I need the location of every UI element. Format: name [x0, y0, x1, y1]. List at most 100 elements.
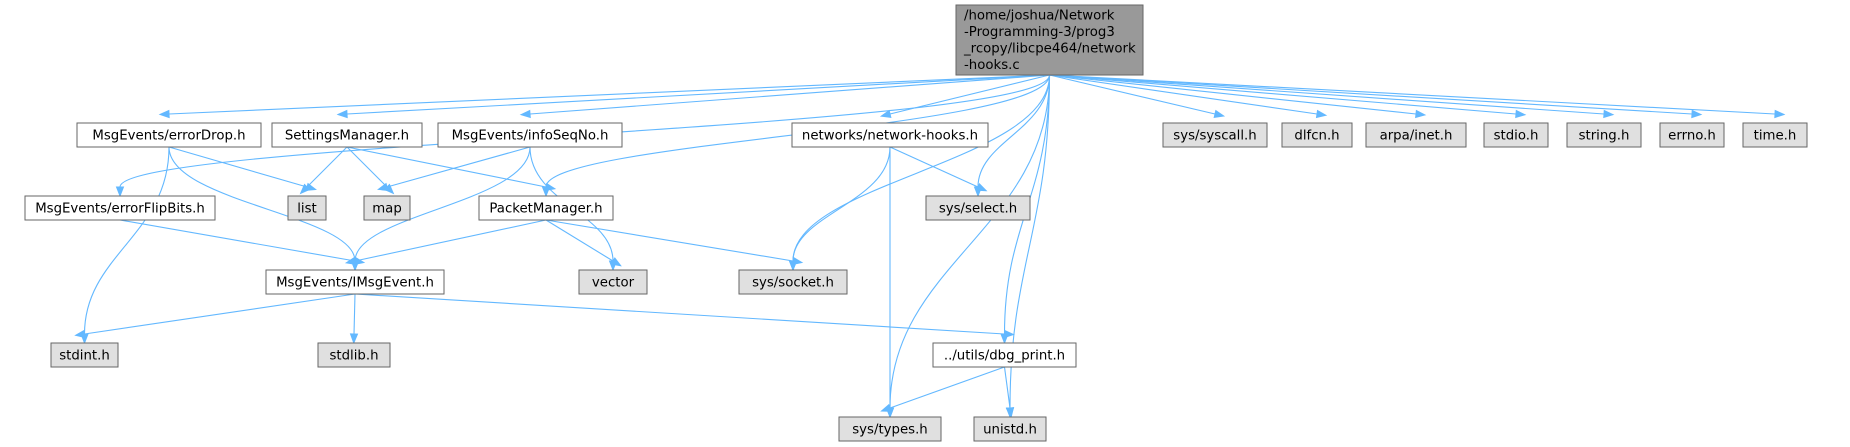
node-dbg[interactable]: ../utils/dbg_print.h: [932, 342, 1077, 368]
edge-arrowhead: [1603, 109, 1615, 119]
edge-arrowhead: [336, 109, 348, 119]
node-label: dlfcn.h: [1294, 128, 1339, 143]
node-label: MsgEvents/errorDrop.h: [92, 128, 245, 143]
edge-line: [386, 146, 531, 188]
node-box: [50, 342, 119, 368]
edge-line: [346, 146, 388, 188]
node-errorFlip[interactable]: MsgEvents/errorFlipBits.h: [24, 195, 216, 221]
edge-line: [889, 74, 1050, 115]
node-label: map: [372, 201, 402, 216]
node-label: networks/network-hooks.h: [802, 128, 978, 143]
node-unistd: unistd.h: [973, 416, 1047, 442]
edge-imsg-to-dbg: [354, 293, 1015, 339]
node-box: [738, 269, 848, 295]
node-arpa: arpa/inet.h: [1365, 122, 1467, 148]
node-map: map: [363, 195, 411, 221]
node-box: [578, 269, 648, 295]
edge-netHooks-to-socket: [788, 146, 891, 272]
edge-line: [889, 366, 1005, 409]
edge-line: [792, 146, 891, 262]
node-label: arpa/inet.h: [1380, 128, 1453, 143]
node-label: _rcopy/libcpe464/network: [963, 42, 1136, 57]
edge-errorDrop-to-stdint: [80, 146, 170, 345]
node-label: -Programming-3/prog3: [964, 25, 1115, 40]
node-label: unistd.h: [983, 422, 1037, 437]
node-label: stdlib.h: [329, 348, 378, 363]
node-box: [478, 195, 614, 221]
node-label: string.h: [1579, 128, 1630, 143]
node-box: [1281, 122, 1353, 148]
edge-line: [1049, 74, 1605, 115]
node-infoSeq[interactable]: MsgEvents/infoSeqNo.h: [437, 122, 623, 148]
edge-line: [1049, 74, 1776, 115]
edge-line: [354, 293, 1005, 335]
edge-root-to-dlfcn: [1049, 74, 1328, 119]
edge-line: [83, 146, 170, 335]
edge-line: [545, 219, 794, 262]
node-netHooks[interactable]: networks/network-hooks.h: [791, 122, 989, 148]
node-stdio: stdio.h: [1483, 122, 1549, 148]
node-label: vector: [592, 275, 635, 290]
edge-errorDrop-to-list: [168, 146, 317, 191]
node-dlfcn: dlfcn.h: [1281, 122, 1353, 148]
edge-netHooks-to-select: [889, 146, 988, 192]
edge-imsg-to-stdlib: [349, 293, 359, 345]
edge-line: [977, 74, 1051, 188]
edge-root-to-stdio: [1049, 74, 1527, 119]
node-imsg[interactable]: MsgEvents/IMsgEvent.h: [265, 269, 445, 295]
node-label: stdint.h: [59, 348, 110, 363]
edge-line: [1049, 74, 1693, 115]
node-syscall: sys/syscall.h: [1162, 122, 1268, 148]
node-select: sys/select.h: [925, 195, 1031, 221]
node-stdlib: stdlib.h: [317, 342, 391, 368]
node-label: time.h: [1754, 128, 1797, 143]
edge-packetMgr-to-socket: [545, 219, 804, 266]
edge-arrowhead: [519, 109, 531, 119]
node-root[interactable]: /home/joshua/Network-Programming-3/prog3…: [955, 4, 1144, 76]
edge-arrowhead: [1691, 109, 1703, 119]
node-label: list: [297, 201, 317, 216]
node-box: [1365, 122, 1467, 148]
node-settings[interactable]: SettingsManager.h: [271, 122, 423, 148]
node-box: [791, 122, 989, 148]
edge-arrowhead: [158, 109, 170, 119]
edge-root-to-settings: [336, 74, 1050, 119]
edge-arrowhead: [115, 186, 125, 198]
node-box: [271, 122, 423, 148]
edge-arrowhead: [349, 333, 359, 345]
edge-arrowhead: [879, 109, 892, 118]
node-label: sys/types.h: [852, 422, 928, 437]
edge-arrowhead: [788, 260, 798, 272]
node-label: sys/syscall.h: [1173, 128, 1256, 143]
edge-line: [353, 293, 356, 335]
node-list: list: [287, 195, 327, 221]
edge-arrowhead: [344, 256, 357, 266]
edge-dbg-to-types: [880, 366, 1005, 412]
nodes-layer: /home/joshua/Network-Programming-3/prog3…: [24, 4, 1808, 442]
node-packetMgr[interactable]: PacketManager.h: [478, 195, 614, 221]
node-errno: errno.h: [1659, 122, 1725, 148]
edge-arrowhead: [610, 257, 622, 267]
edge-line: [306, 146, 348, 188]
edge-root-to-time: [1049, 74, 1786, 119]
edge-root-to-netHooks: [879, 74, 1050, 118]
node-socket: sys/socket.h: [738, 269, 848, 295]
edge-line: [354, 219, 547, 262]
node-box: [287, 195, 327, 221]
node-label: MsgEvents/infoSeqNo.h: [452, 128, 609, 143]
edge-arrowhead: [1515, 109, 1527, 119]
node-time: time.h: [1742, 122, 1808, 148]
edge-line: [1003, 366, 1011, 409]
node-errorDrop[interactable]: MsgEvents/errorDrop.h: [76, 122, 262, 148]
edge-line: [354, 146, 531, 262]
edge-line: [545, 219, 614, 262]
edge-line: [1049, 74, 1517, 115]
edge-line: [792, 74, 1051, 262]
edge-root-to-infoSeq: [519, 74, 1050, 119]
node-types: sys/types.h: [838, 416, 942, 442]
edge-line: [1049, 74, 1216, 115]
edge-errorFlip-to-imsg: [119, 219, 366, 266]
node-box: [1566, 122, 1642, 148]
edge-line: [889, 146, 979, 188]
node-stdint: stdint.h: [50, 342, 119, 368]
